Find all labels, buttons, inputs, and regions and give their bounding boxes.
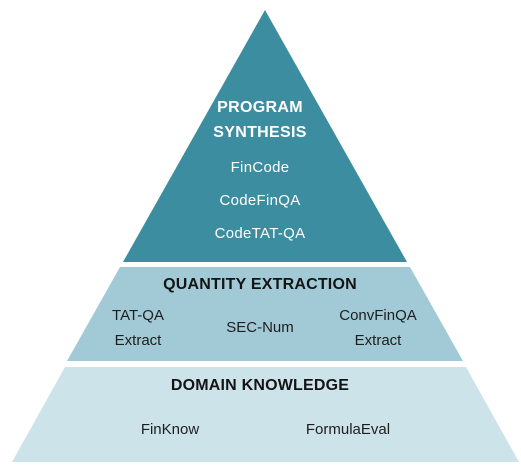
quantity-extraction-title: QUANTITY EXTRACTION (163, 276, 357, 293)
sec-num-label: SEC-Num (226, 319, 294, 336)
formulaeval-label: FormulaEval (305, 421, 391, 438)
program-synthesis-title-line1: PROGRAM (217, 99, 303, 116)
fincode-label: FinCode (230, 159, 290, 176)
convfinqa-extract-label: ConvFinQA Extract (318, 303, 438, 353)
middle-tier-quantity-extraction (67, 267, 463, 361)
tatqa-extract-label: TAT-QA Extract (88, 303, 188, 353)
codefinqa-label: CodeFinQA (219, 192, 301, 209)
finknow-label: FinKnow (140, 421, 200, 438)
tatqa-extract-line1: TAT-QA (112, 307, 164, 324)
program-synthesis-title-line2: SYNTHESIS (213, 124, 307, 141)
top-tier-program-synthesis (123, 10, 407, 262)
domain-knowledge-title: DOMAIN KNOWLEDGE (170, 377, 350, 394)
codetatqa-label: CodeTAT-QA (214, 225, 306, 242)
program-synthesis-title: PROGRAM SYNTHESIS (180, 95, 340, 145)
bottom-tier-domain-knowledge (12, 367, 519, 462)
convfinqa-extract-line1: ConvFinQA (339, 307, 417, 324)
tatqa-extract-line2: Extract (114, 332, 162, 349)
convfinqa-extract-line2: Extract (354, 332, 402, 349)
